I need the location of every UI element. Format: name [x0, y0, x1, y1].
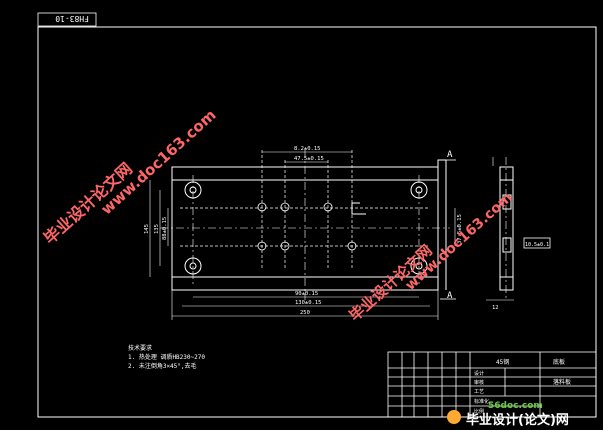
- notes-line-2: 2. 未注倒角3×45°,去毛: [128, 362, 197, 370]
- plate-side-view: [486, 157, 514, 301]
- tb-row-b: 审核: [474, 379, 484, 386]
- dim-bottom-total: 250: [300, 310, 310, 316]
- footer-logo-icon: [447, 410, 461, 424]
- dim-top-inner: 47.5±0.15: [294, 156, 324, 162]
- svg-text:毕业设计(论文)网: 毕业设计(论文)网: [466, 412, 569, 428]
- drawing-frame: [37, 26, 597, 418]
- tb-row-c: 工艺: [474, 389, 484, 395]
- dim-top-outer: 8.2±0.15: [294, 146, 321, 152]
- dim-bottom-2: 130±0.15: [295, 300, 322, 306]
- code-stamp-box: [37, 12, 97, 27]
- section-mark-bottom: A: [447, 291, 453, 301]
- watermark-2: 毕业设计论文网 www.doc163.com: [346, 190, 516, 325]
- dim-left-1: 145: [144, 224, 150, 234]
- section-mark-top: A: [447, 150, 453, 160]
- tb-row-a: 设计: [474, 370, 484, 377]
- svg-text:www.doc163.com: www.doc163.com: [97, 106, 219, 218]
- tb-row-d: 标准化: [474, 398, 489, 405]
- side-width: 12: [492, 305, 499, 311]
- notes-title: 技术要求: [128, 344, 152, 352]
- side-callout: 10.5±0.1: [525, 242, 549, 248]
- dim-bottom-1: 90±0.15: [295, 291, 318, 297]
- side-callout-box: [523, 237, 551, 249]
- corner-holes: [184, 181, 428, 275]
- title-block: [387, 351, 597, 418]
- watermark-1: 毕业设计论文网 www.doc163.com: [40, 106, 220, 248]
- watermark-footer-site: 56doc.com: [488, 401, 543, 411]
- tb-row-e: 比例: [474, 408, 484, 415]
- tb-material: 45钢: [496, 358, 509, 366]
- dim-right: 37.5±0.15: [457, 214, 463, 244]
- code-stamp: FH83-10: [55, 14, 89, 23]
- dimension-lines: [149, 151, 456, 320]
- watermark-footer: 毕业设计(论文)网: [447, 410, 569, 428]
- small-holes: [257, 202, 357, 251]
- notes-line-1: 1. 热处理 调质HB230~270: [128, 353, 205, 361]
- dim-left-3: 88±0.15: [162, 217, 168, 240]
- tb-part-name: 底板: [553, 358, 565, 366]
- svg-text:www.doc163.com: www.doc163.com: [402, 190, 515, 294]
- dim-left-2: 135: [154, 224, 160, 234]
- tb-drawing-no: 落料板: [553, 378, 571, 386]
- slot-cutout: [351, 202, 366, 215]
